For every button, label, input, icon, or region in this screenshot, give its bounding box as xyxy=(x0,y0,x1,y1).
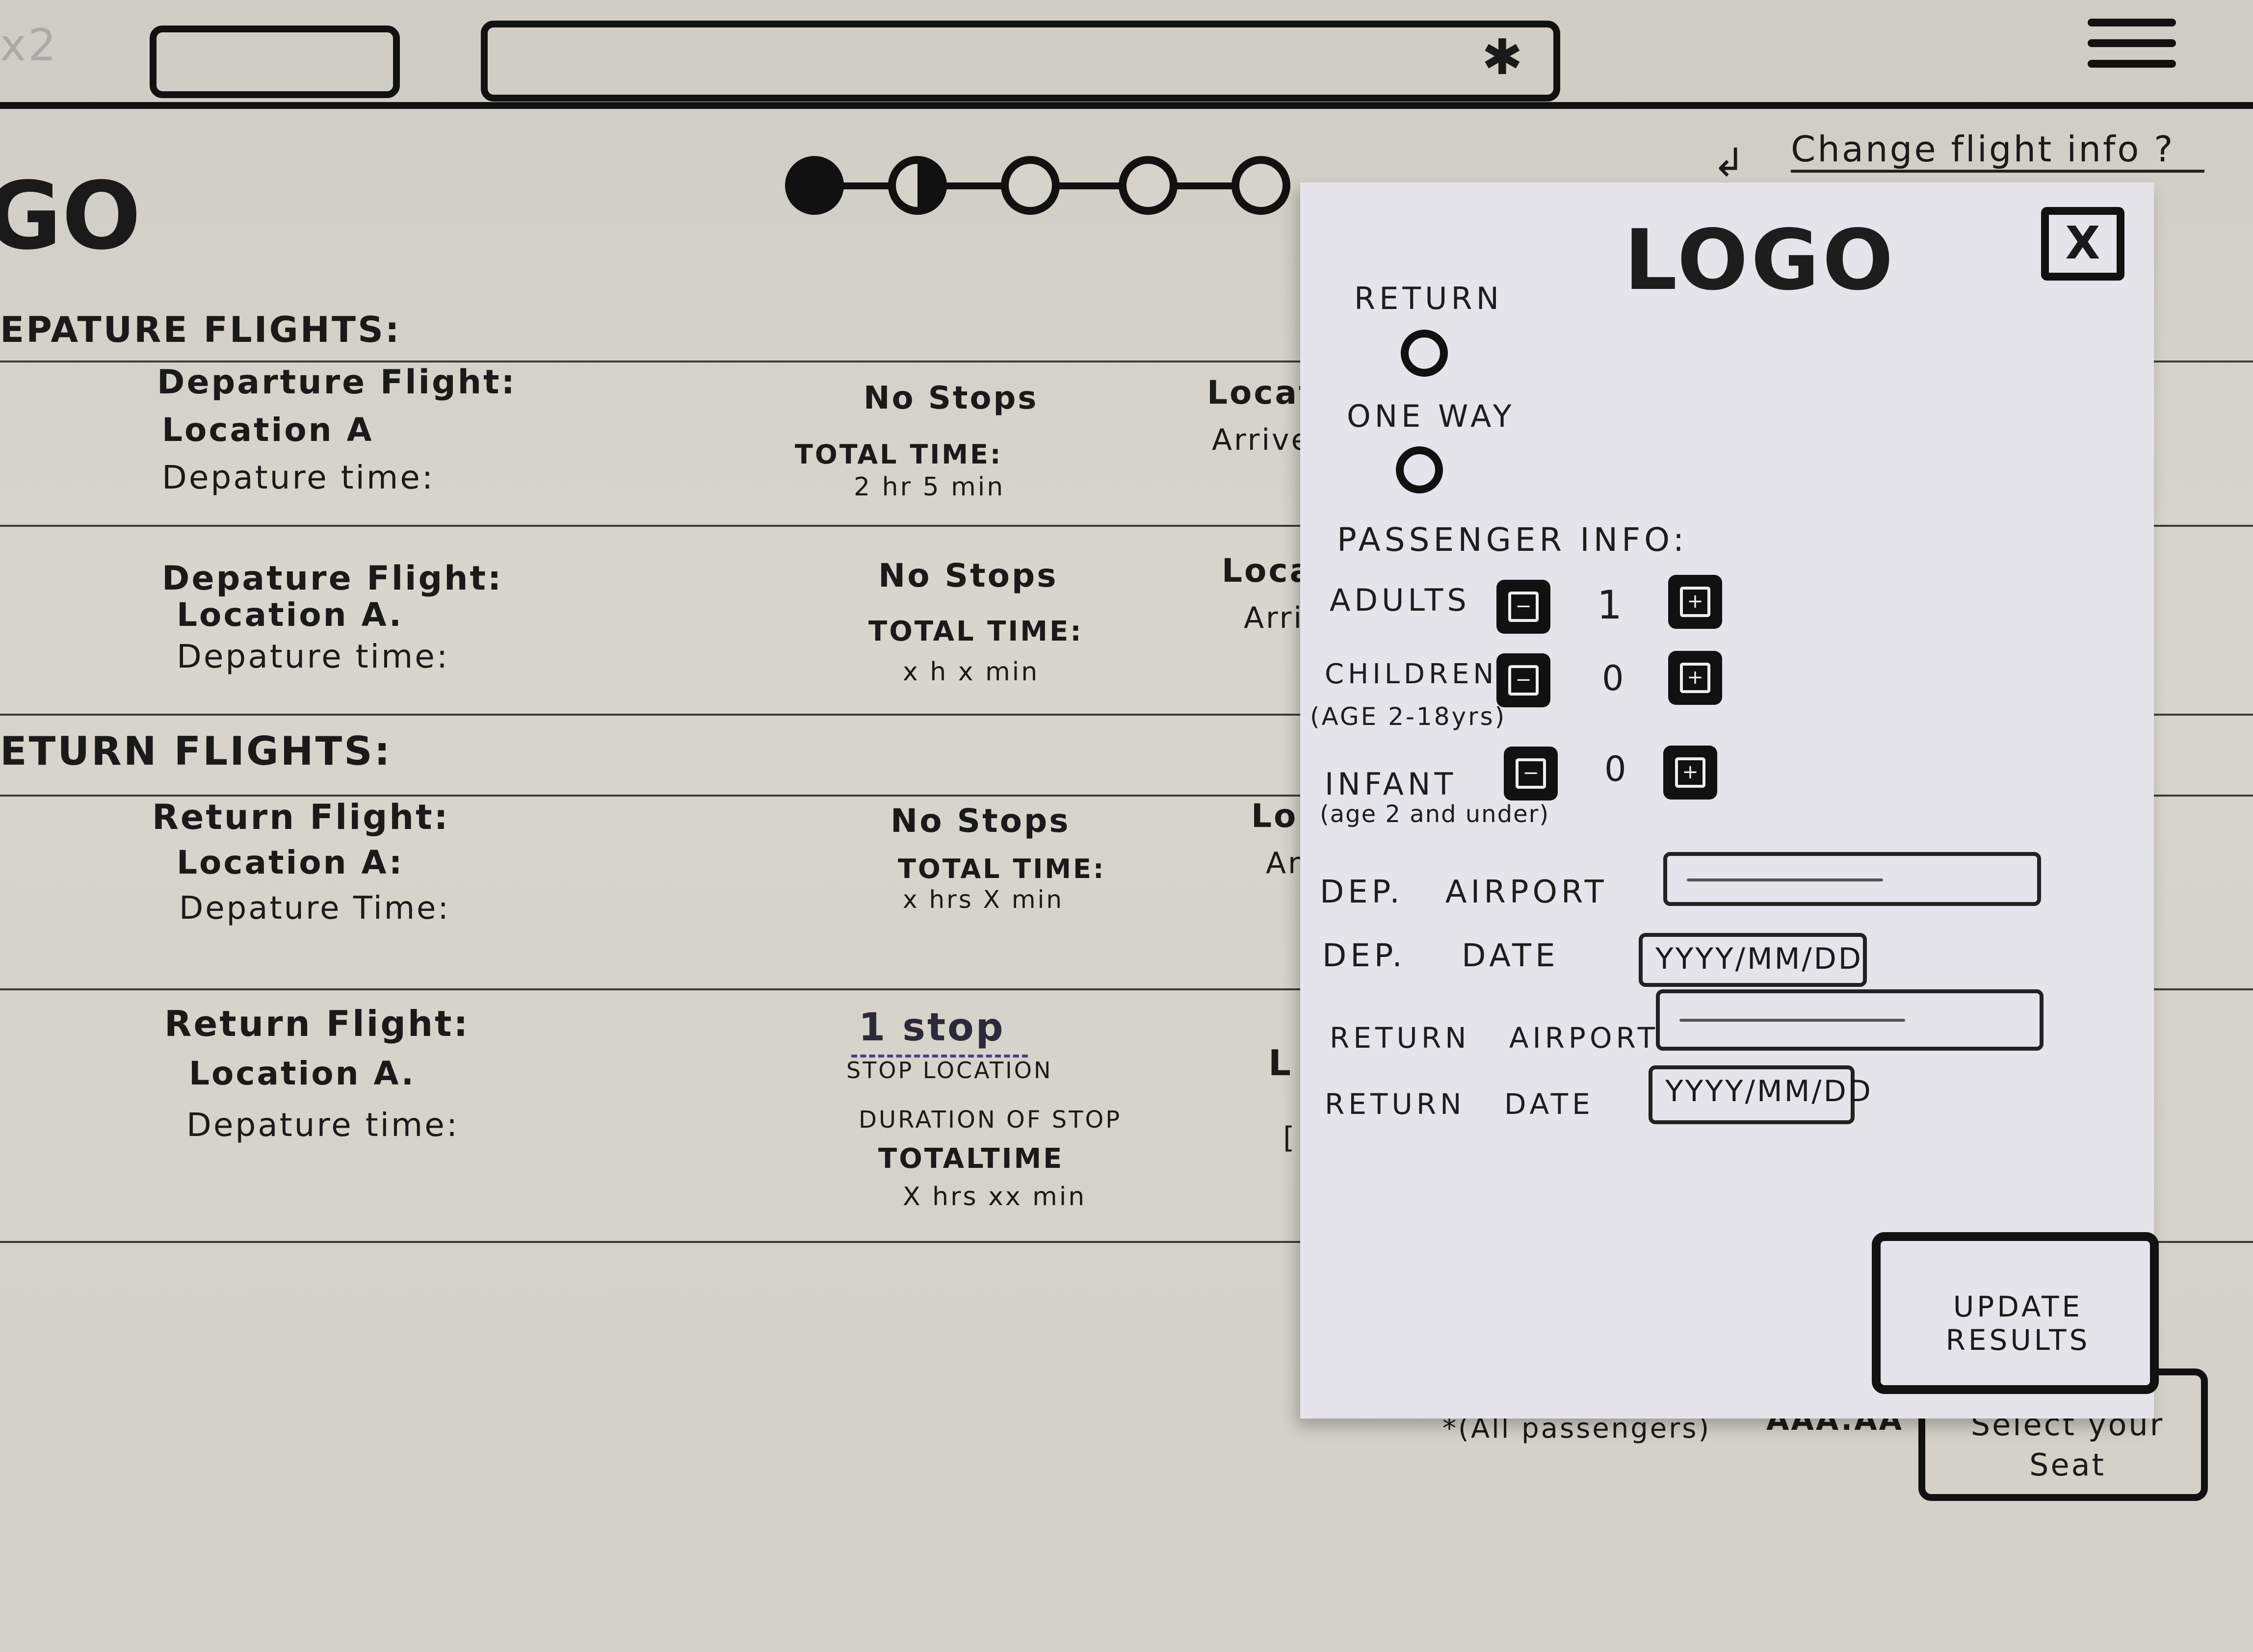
dep-date-input[interactable]: YYYY/MM/DD xyxy=(1639,933,1867,987)
flight-location: Location A. xyxy=(189,1055,416,1092)
flight-total-value: x hrs X min xyxy=(903,885,1064,914)
field-scribble xyxy=(1687,878,1883,881)
star-icon[interactable]: ✱ xyxy=(1482,28,1523,86)
update-results-button[interactable]: UPDATE RESULTS xyxy=(1872,1232,2159,1394)
update-results-label: UPDATE RESULTS xyxy=(1945,1290,2091,1357)
return-option-label: RETURN xyxy=(1354,281,1503,316)
minus-icon: − xyxy=(1508,665,1539,696)
close-icon: X xyxy=(2065,217,2100,269)
close-button[interactable]: X xyxy=(2041,207,2124,281)
children-count: 0 xyxy=(1602,658,1628,698)
flight-total-value: 2 hr 5 min xyxy=(854,472,1005,502)
stops-underline xyxy=(851,1055,1028,1058)
hamburger-icon[interactable] xyxy=(2088,19,2176,68)
step-1[interactable] xyxy=(785,156,844,215)
return-date-label: RETURN DATE xyxy=(1325,1087,1594,1121)
adults-plus-button[interactable]: + xyxy=(1668,575,1722,629)
dep-date-label: DEP. DATE xyxy=(1322,938,1559,974)
flight-stops: No Stops xyxy=(891,802,1071,840)
flight-arrival-sub: [ xyxy=(1283,1121,1297,1155)
divider xyxy=(0,795,2253,797)
plus-icon: + xyxy=(1675,757,1705,788)
flight-time-label: Depature time: xyxy=(177,638,450,675)
return-airport-input[interactable] xyxy=(1656,989,2043,1051)
flight-total-label: TOTALTIME xyxy=(878,1143,1064,1175)
logo-placeholder-box[interactable] xyxy=(150,26,400,98)
flight-arrival-label: Loca xyxy=(1222,552,1314,590)
infant-plus-button[interactable]: + xyxy=(1663,746,1717,800)
corner-annotation: x2 xyxy=(0,20,58,71)
return-date-input[interactable]: YYYY/MM/DD xyxy=(1649,1065,1871,1124)
flight-total-label: TOTAL TIME: xyxy=(795,439,1003,470)
divider xyxy=(0,1241,2253,1243)
search-bar[interactable] xyxy=(481,21,1560,102)
adults-minus-button[interactable]: − xyxy=(1496,580,1550,634)
step-3[interactable] xyxy=(1001,156,1060,215)
minus-icon: − xyxy=(1516,758,1546,789)
flight-arrival-sub: Arri xyxy=(1244,601,1304,635)
flight-location: Location A: xyxy=(177,844,404,881)
flight-total-label: TOTAL TIME: xyxy=(898,853,1106,884)
flight-total-value: x h x min xyxy=(903,657,1040,687)
minus-icon: − xyxy=(1508,592,1539,622)
children-age-note: (AGE 2-18yrs) xyxy=(1310,702,1507,731)
return-section-title: ETURN FLIGHTS: xyxy=(0,728,392,774)
children-minus-button[interactable]: − xyxy=(1496,653,1550,707)
flight-time-label: Depature Time: xyxy=(179,890,450,927)
stop-location-label: STOP LOCATION xyxy=(846,1057,1053,1084)
stop-duration-label: DURATION OF STOP xyxy=(859,1106,1122,1134)
change-flight-link[interactable]: Change flight info ? xyxy=(1791,129,2204,173)
departure-section-title: EPATURE FLIGHTS: xyxy=(0,309,401,350)
dep-airport-input[interactable] xyxy=(1663,852,2041,906)
infant-minus-button[interactable]: − xyxy=(1504,747,1558,800)
flight-arrival-sub: Arrive xyxy=(1212,423,1311,457)
flight-title: Depature Flight: xyxy=(162,559,503,598)
flight-title: Departure Flight: xyxy=(157,363,517,402)
return-radio[interactable] xyxy=(1401,330,1448,377)
modal-logo: LOGO xyxy=(1624,212,1896,309)
return-airport-label: RETURN AIRPORT xyxy=(1330,1021,1659,1055)
infant-age-note: (age 2 and under) xyxy=(1320,800,1550,828)
flight-arrival-sub: Ar xyxy=(1266,846,1302,880)
flight-time-label: Depature time: xyxy=(162,459,435,496)
flight-title: Return Flight: xyxy=(164,1003,470,1044)
step-2[interactable] xyxy=(888,156,947,215)
flight-title: Return Flight: xyxy=(152,797,450,837)
update-search-modal: LOGO X RETURN ONE WAY PASSENGER INFO: AD… xyxy=(1300,182,2159,1419)
adults-count: 1 xyxy=(1597,582,1626,628)
infant-count: 0 xyxy=(1604,749,1630,789)
return-arrow-icon: ↲ xyxy=(1712,140,1746,185)
flight-total-label: TOTAL TIME: xyxy=(868,616,1083,647)
flight-arrival-label: L xyxy=(1268,1042,1293,1084)
passenger-info-title: PASSENGER INFO: xyxy=(1337,521,1688,559)
plus-icon: + xyxy=(1680,663,1710,693)
page-logo: GO xyxy=(0,162,141,270)
field-scribble xyxy=(1679,1019,1905,1022)
flight-location: Location A. xyxy=(177,596,403,634)
adults-label: ADULTS xyxy=(1330,582,1470,618)
oneway-option-label: ONE WAY xyxy=(1347,398,1516,434)
flight-total-value: X hrs xx min xyxy=(903,1182,1087,1212)
divider xyxy=(0,525,2253,527)
flight-arrival-label: Lo xyxy=(1251,797,1298,835)
divider xyxy=(0,361,2253,362)
flight-stops: 1 stop xyxy=(859,1006,1005,1050)
step-4[interactable] xyxy=(1119,156,1178,215)
divider xyxy=(0,988,2253,990)
header-divider xyxy=(0,102,2253,109)
children-label: CHILDREN xyxy=(1325,658,1498,690)
oneway-radio[interactable] xyxy=(1396,446,1443,493)
dep-airport-label: DEP. AIRPORT xyxy=(1320,874,1608,910)
flight-time-label: Depature time: xyxy=(186,1106,460,1144)
step-5[interactable] xyxy=(1231,156,1290,215)
flight-stops: No Stops xyxy=(864,380,1039,416)
plus-icon: + xyxy=(1680,587,1710,617)
divider xyxy=(0,714,2253,716)
flight-location: Location A xyxy=(162,411,374,449)
children-plus-button[interactable]: + xyxy=(1668,651,1722,705)
infant-label: INFANT xyxy=(1325,766,1457,802)
flight-stops: No Stops xyxy=(878,557,1058,594)
